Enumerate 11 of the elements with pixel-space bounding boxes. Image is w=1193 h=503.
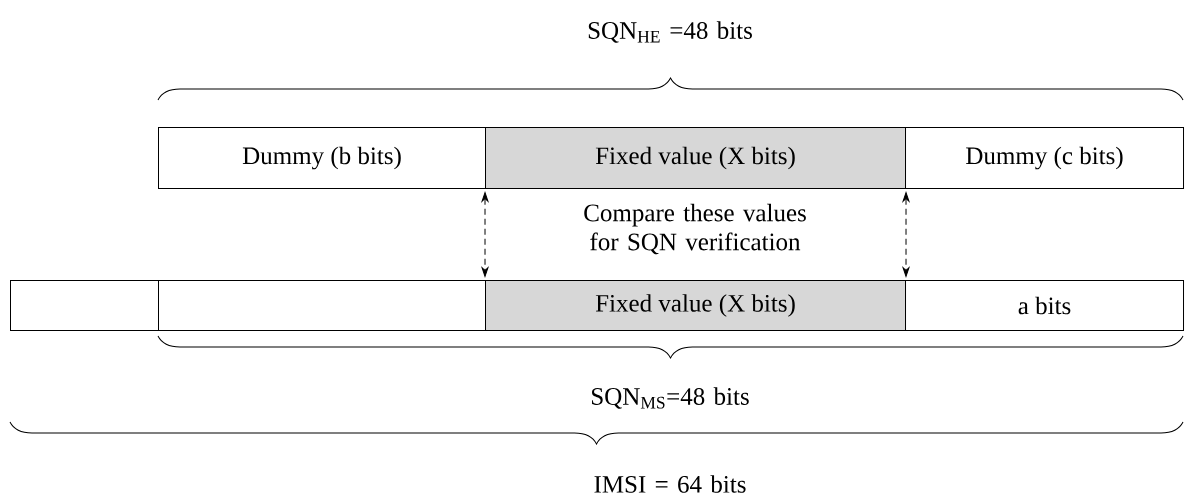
dimension-label: SQN$_{HE}$ =48 bits <box>588 21 752 43</box>
field-box: Dummy (c bits) <box>905 127 1184 189</box>
field-box: a bits <box>905 280 1184 331</box>
field-box: Dummy (b bits) <box>158 127 486 189</box>
arrow <box>902 192 910 277</box>
fixed-value-box: Fixed value (X bits) <box>485 280 906 331</box>
note-text: Compare these values for SQN verification <box>584 203 806 255</box>
arrow <box>481 192 489 277</box>
fixed-value-box: Fixed value (X bits) <box>485 127 906 189</box>
dimension-label: IMSI = 64 bits <box>594 475 746 493</box>
dimension-label: SQN$_{MS}$=48 bits <box>592 387 749 409</box>
